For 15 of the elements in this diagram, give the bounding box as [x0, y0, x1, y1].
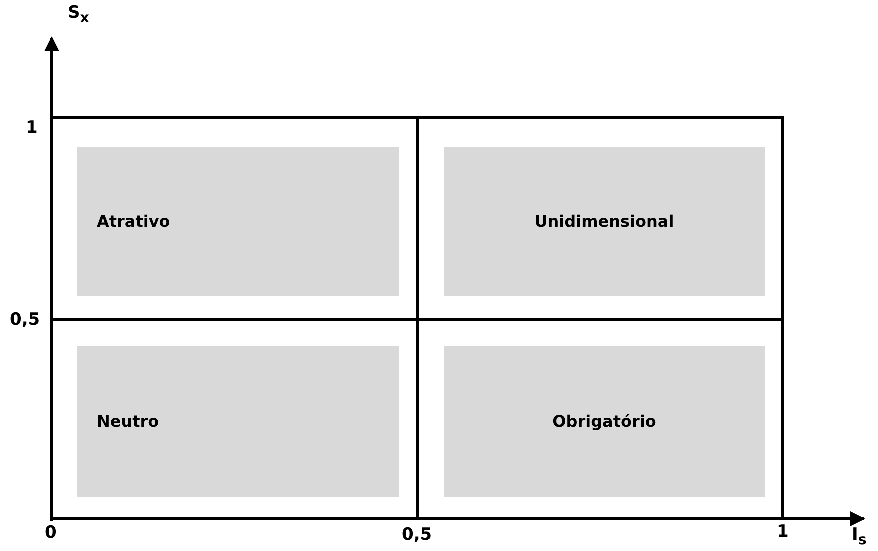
quadrant-box — [77, 346, 399, 497]
quadrant-label: Unidimensional — [534, 212, 674, 231]
quadrant-label: Obrigatório — [552, 412, 656, 431]
tick-label: 1 — [777, 524, 789, 541]
tick-label: 1 — [26, 120, 38, 137]
quadrant-box — [77, 147, 399, 296]
quadrant-label: Neutro — [97, 412, 160, 431]
axis-label: I$_{s}$ — [852, 527, 867, 548]
quadrant-label: Atrativo — [97, 212, 170, 231]
quadrant-box — [444, 147, 765, 296]
tick-label: 0,5 — [10, 312, 40, 329]
quadrant-box — [444, 346, 765, 497]
tick-label: 0 — [45, 525, 57, 542]
tick-label: 0,5 — [402, 527, 432, 544]
axis-label: S$_{x}$ — [68, 5, 90, 26]
